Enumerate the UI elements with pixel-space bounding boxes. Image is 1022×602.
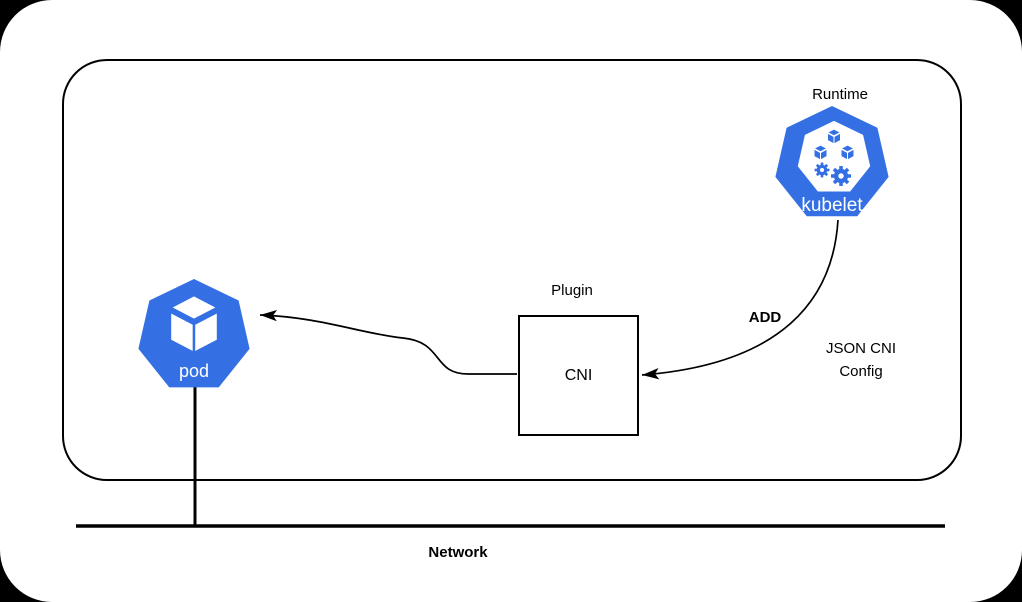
pod-cube-glyph (168, 293, 220, 355)
pod-label: pod (178, 361, 210, 381)
kubelet-inner-heptagon (797, 120, 871, 192)
kubelet-to-cni-arrow (641, 219, 839, 380)
cni-node: CNI (518, 315, 639, 436)
cni-to-pod-arrow (259, 309, 517, 375)
diagram-boundary (62, 59, 962, 481)
kubelet-label: kubelet (801, 195, 863, 216)
plugin-label: Plugin (551, 282, 593, 299)
kubelet-icon (775, 106, 889, 217)
json-cni-config-label: JSON CNI Config (825, 340, 896, 380)
network-label: Network (428, 544, 488, 561)
pod-icon (138, 279, 250, 388)
add-label: ADD (748, 309, 782, 326)
runtime-label: Runtime (812, 86, 868, 103)
cni-label: CNI (564, 366, 593, 384)
